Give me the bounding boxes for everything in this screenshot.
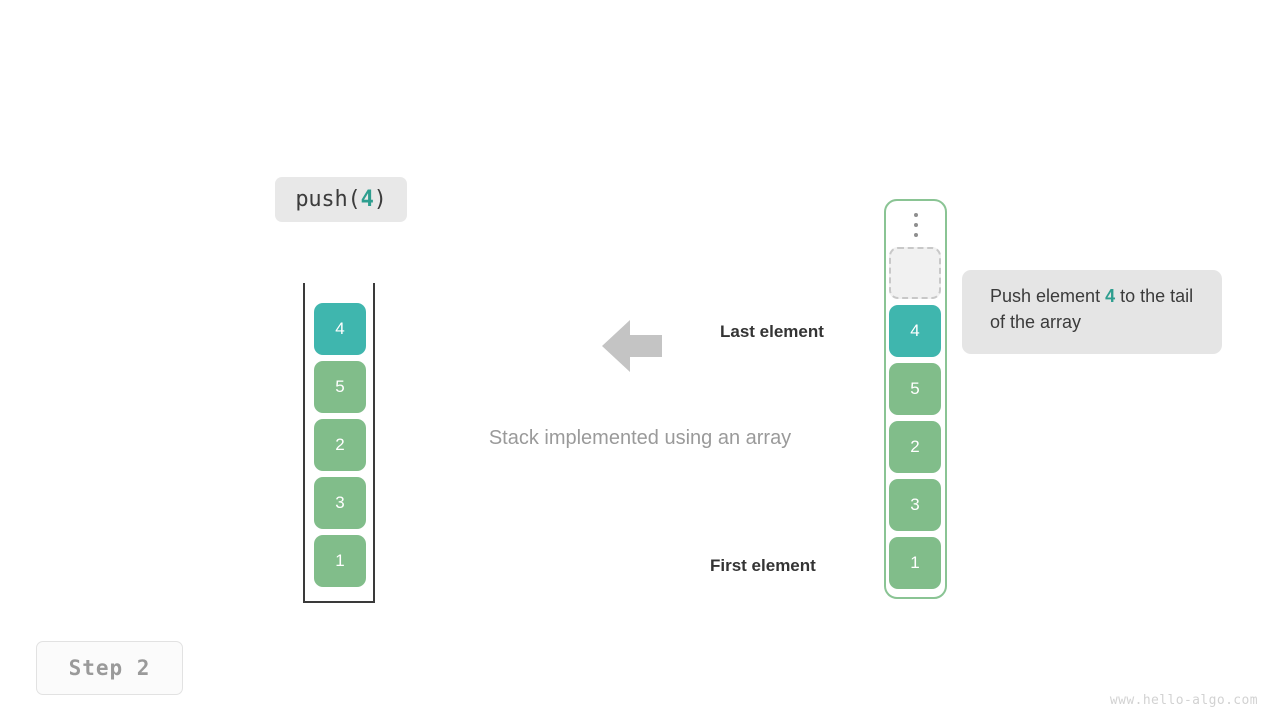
stack-cell: 5 bbox=[314, 361, 366, 413]
stack-cell: 3 bbox=[314, 477, 366, 529]
stack-container: 4 5 2 3 1 bbox=[303, 283, 377, 603]
array-cell: 2 bbox=[889, 421, 941, 473]
arrow-left-icon bbox=[602, 318, 662, 374]
step-badge: Step 2 bbox=[36, 641, 183, 695]
stack-wall-right bbox=[373, 283, 375, 603]
diagram-caption: Stack implemented using an array bbox=[488, 427, 792, 449]
vertical-ellipsis-icon bbox=[886, 210, 945, 240]
annotation-text-before: Push element bbox=[990, 286, 1106, 306]
array-cell: 5 bbox=[889, 363, 941, 415]
stack-wall-left bbox=[303, 283, 305, 603]
array-container: 4 5 2 3 1 bbox=[884, 199, 947, 599]
stack-floor bbox=[303, 601, 375, 603]
stack-cell: 2 bbox=[314, 419, 366, 471]
stack-cell: 4 bbox=[314, 303, 366, 355]
operation-label: push(4) bbox=[275, 177, 407, 222]
stack-cell-list: 4 5 2 3 1 bbox=[314, 303, 366, 593]
annotation-text-after: to the tail of the array bbox=[990, 286, 1194, 332]
annotation-bubble: Push element 4 to the tail of the array bbox=[962, 270, 1222, 354]
array-cell: 1 bbox=[889, 537, 941, 589]
array-cell: 3 bbox=[889, 479, 941, 531]
annotation-highlight: 4 bbox=[1105, 286, 1116, 306]
array-cell-empty bbox=[889, 247, 941, 299]
label-last-element: Last element bbox=[720, 322, 824, 341]
operation-value: 4 bbox=[360, 187, 374, 212]
array-cell: 4 bbox=[889, 305, 941, 357]
watermark: www.hello-algo.com bbox=[1109, 693, 1258, 708]
operation-prefix: push( bbox=[295, 187, 361, 212]
array-cell-list: 4 5 2 3 1 bbox=[889, 247, 942, 595]
stack-cell: 1 bbox=[314, 535, 366, 587]
label-first-element: First element bbox=[710, 556, 816, 575]
operation-suffix: ) bbox=[373, 187, 387, 212]
